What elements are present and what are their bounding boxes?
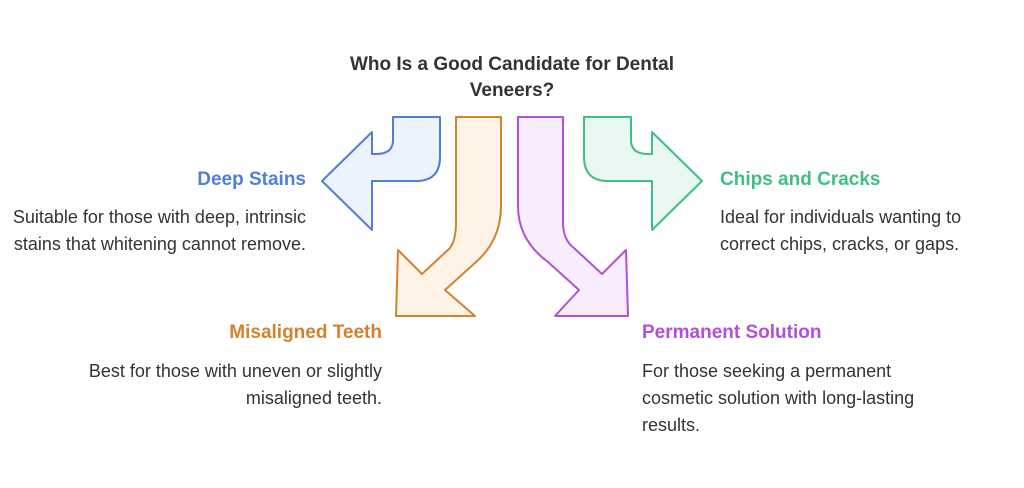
- chips-and-cracks-heading: Chips and Cracks: [720, 169, 881, 190]
- deep-stains-heading: Deep Stains: [197, 169, 306, 190]
- misaligned-teeth-heading: Misaligned Teeth: [229, 322, 382, 343]
- misaligned-teeth-arrow: [395, 116, 502, 317]
- permanent-solution-arrow: [517, 116, 629, 317]
- chips-and-cracks-arrow: [583, 116, 703, 231]
- deep-stains-arrow: [321, 116, 441, 231]
- permanent-solution-description: For those seeking a permanent cosmetic s…: [642, 361, 915, 435]
- chips-and-cracks-description: Ideal for individuals wanting to correct…: [720, 207, 962, 254]
- deep-stains-description: Suitable for those with deep, intrinsic …: [12, 207, 306, 254]
- diagram-title: Who Is a Good Candidate for Dental Venee…: [349, 54, 675, 101]
- misaligned-teeth-description: Best for those with uneven or slightly m…: [88, 361, 382, 408]
- permanent-solution-heading: Permanent Solution: [642, 322, 822, 343]
